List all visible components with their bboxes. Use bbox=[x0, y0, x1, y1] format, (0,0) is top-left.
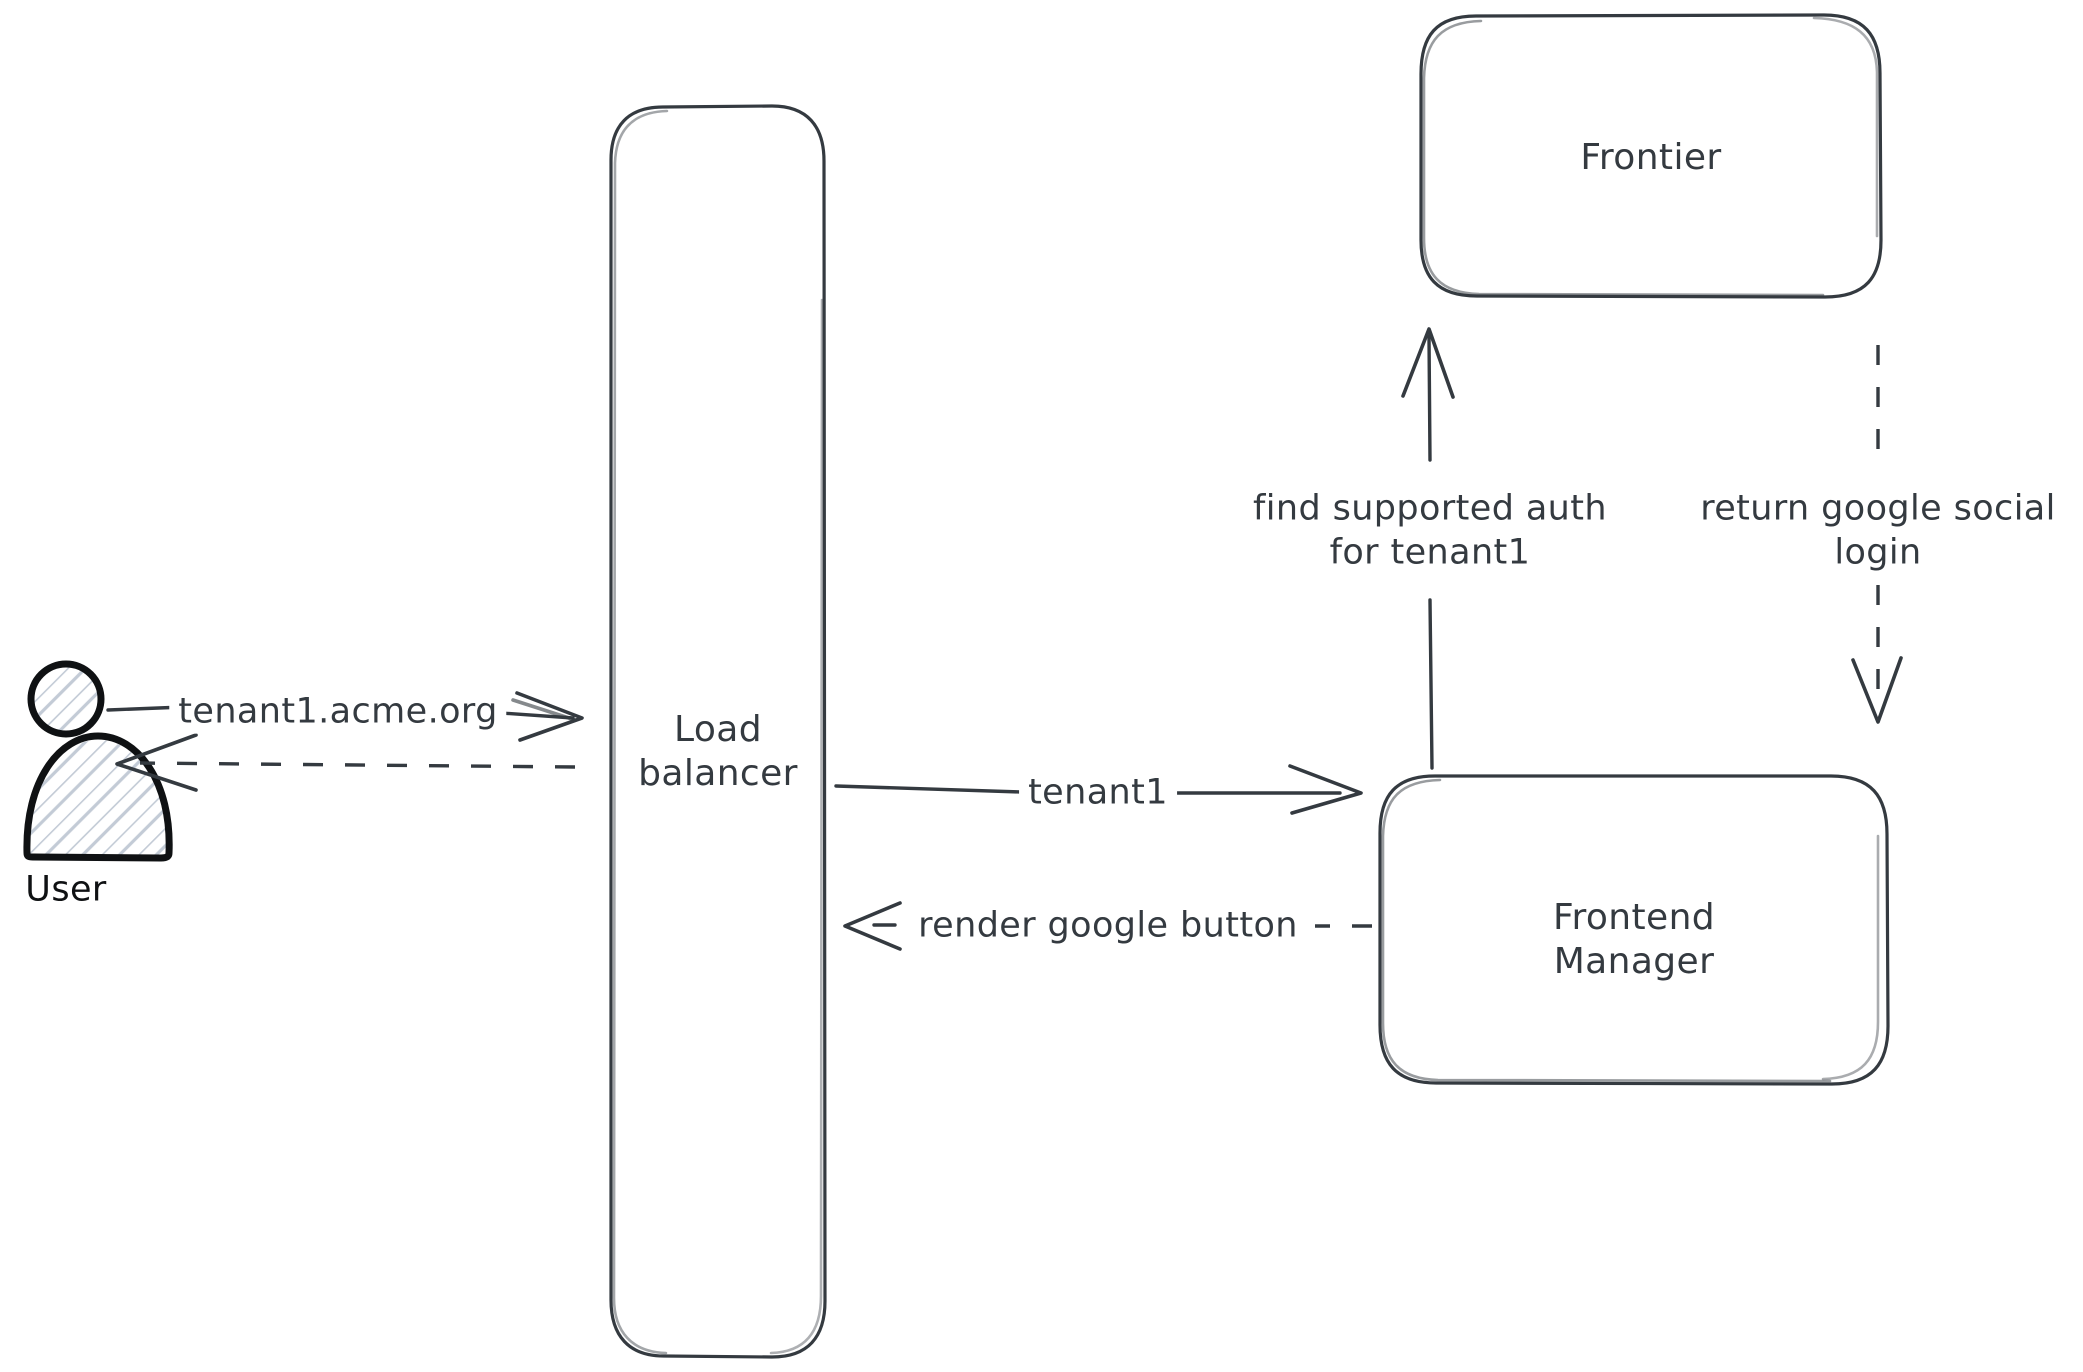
edge-label-find-supported-auth-line2: for tenant1 bbox=[1320, 531, 1540, 575]
frontend-manager-label-line1: Frontend bbox=[1552, 897, 1716, 939]
frontend-manager-label-line2: Manager bbox=[1553, 941, 1715, 983]
node-frontier[interactable] bbox=[1419, 13, 1883, 299]
load-balancer-label-line1: Load bbox=[674, 709, 762, 751]
edge-load-balancer-to-frontend-manager[interactable] bbox=[834, 764, 1363, 815]
edge-label-tenant1: tenant1 bbox=[1019, 771, 1177, 815]
edge-frontend-manager-to-load-balancer[interactable] bbox=[843, 901, 1372, 951]
edge-label-return-google-social-line1: return google social bbox=[1691, 487, 2065, 531]
user-label: User bbox=[25, 869, 107, 910]
edge-label-return-google-social-line2: login bbox=[1825, 531, 1931, 575]
node-load-balancer[interactable] bbox=[609, 104, 827, 1359]
node-frontend-manager[interactable] bbox=[1378, 774, 1890, 1086]
frontier-label: Frontier bbox=[1580, 137, 1722, 179]
edge-load-balancer-to-user[interactable] bbox=[115, 733, 576, 792]
edge-frontend-manager-to-frontier[interactable] bbox=[1401, 327, 1455, 770]
load-balancer-label-line2: balancer bbox=[638, 753, 798, 795]
user-actor-icon bbox=[23, 660, 173, 862]
edge-frontier-to-frontend-manager[interactable] bbox=[1851, 345, 1903, 724]
edge-label-tenant1-acme-org: tenant1.acme.org bbox=[169, 690, 507, 734]
edge-label-render-google-button: render google button bbox=[909, 904, 1307, 948]
edge-label-find-supported-auth-line1: find supported auth bbox=[1244, 487, 1616, 531]
